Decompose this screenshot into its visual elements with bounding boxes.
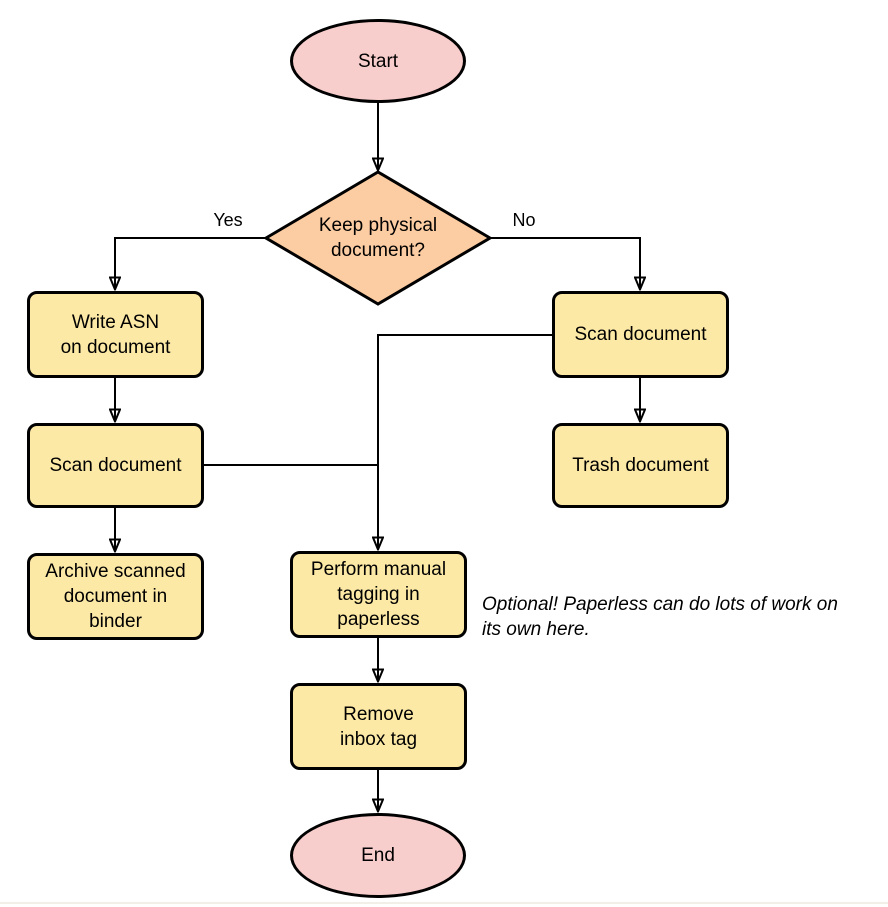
edge-decision-yes-to-write-asn: [115, 237, 266, 289]
end-label: End: [361, 845, 395, 866]
archive-label: Archive scanned document in binder: [45, 561, 186, 632]
decision-diamond-shape: [264, 170, 492, 306]
edge-scan-right-to-tagging: [378, 334, 552, 549]
decision-label: Keep physical document?: [318, 215, 438, 261]
start-node: Start: [290, 19, 466, 103]
scan-document-right-label: Scan document: [574, 324, 707, 345]
scan-document-left-label: Scan document: [49, 455, 182, 476]
decision-node: Keep physical document?: [264, 170, 492, 306]
write-asn-node: Write ASN on document: [27, 291, 204, 378]
edge-decision-no-to-scan-right: [490, 237, 640, 289]
trash-document-label: Trash document: [572, 455, 709, 476]
manual-tagging-label: Perform manual tagging in paperless: [310, 559, 447, 630]
write-asn-label: Write ASN on document: [60, 311, 171, 358]
trash-document-node: Trash document: [552, 423, 729, 508]
archive-node: Archive scanned document in binder: [27, 553, 204, 640]
remove-inbox-tag-node: Remove inbox tag: [290, 683, 467, 770]
bottom-edge-divider: [0, 902, 888, 904]
edge-label-no: No: [512, 210, 536, 230]
optional-annotation: Optional! Paperless can do lots of work …: [482, 594, 838, 640]
start-label: Start: [357, 50, 399, 72]
manual-tagging-node: Perform manual tagging in paperless: [290, 551, 467, 638]
scan-document-left-node: Scan document: [27, 423, 204, 508]
remove-inbox-tag-label: Remove inbox tag: [339, 703, 418, 750]
end-node: End: [290, 813, 466, 898]
edge-label-yes: Yes: [213, 210, 243, 230]
scan-document-right-node: Scan document: [552, 291, 729, 378]
